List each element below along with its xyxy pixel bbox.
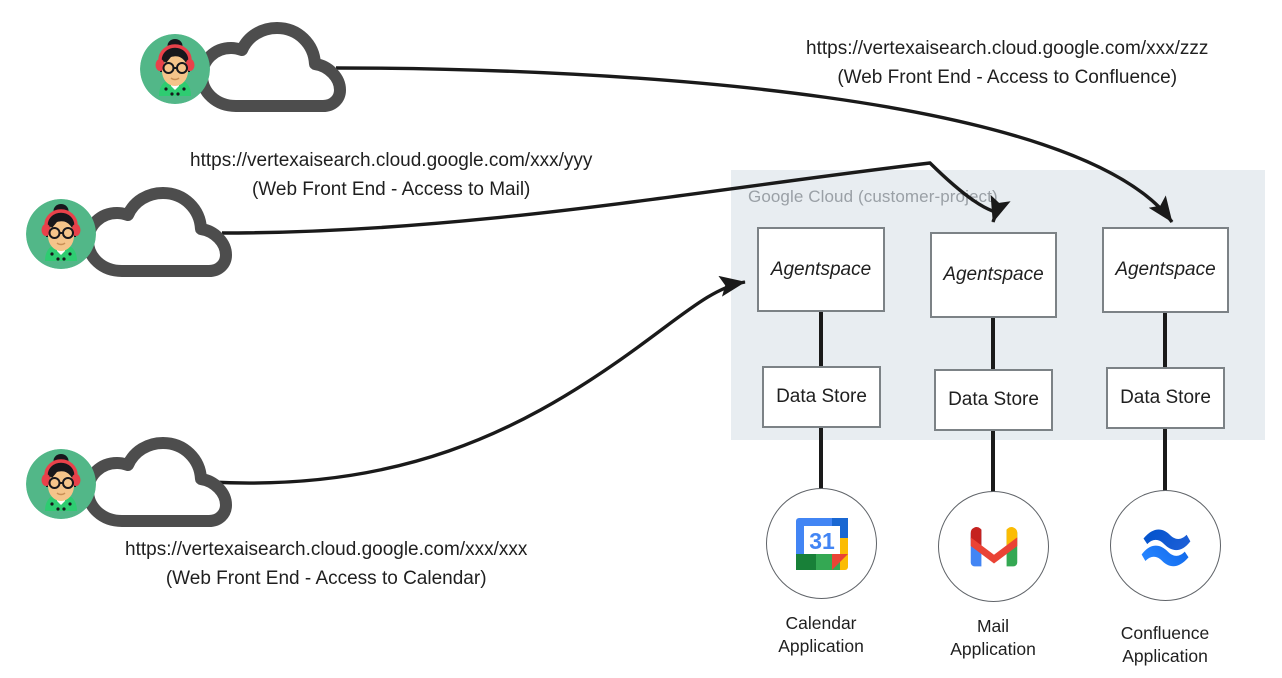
agentspace-label: Agentspace <box>770 258 872 280</box>
datastore-label: Data Store <box>776 386 867 408</box>
agentspace-label: Agentspace <box>943 264 1044 286</box>
user-avatar <box>26 199 96 269</box>
app-circle-confluence[interactable] <box>1110 490 1221 601</box>
datastore-box-confluence[interactable]: Data Store <box>1106 367 1225 429</box>
endpoint-label-confluence: https://vertexaisearch.cloud.google.com/… <box>806 34 1208 93</box>
google-calendar-icon: 31 <box>795 517 848 570</box>
agentspace-box-calendar[interactable]: Agentspace <box>757 227 885 312</box>
app-circle-mail[interactable] <box>938 491 1049 602</box>
cloud-icon <box>82 437 232 527</box>
app-caption-confluence: Confluence Application <box>1120 623 1210 666</box>
user-cloud-confluence <box>140 22 350 114</box>
endpoint-description: (Web Front End - Access to Mail) <box>251 179 531 201</box>
user-cloud-calendar <box>26 437 236 529</box>
endpoint-url: https://vertexaisearch.cloud.google.com/… <box>125 539 528 560</box>
user-cloud-mail <box>26 187 236 279</box>
app-circle-calendar[interactable]: 31 <box>766 488 877 599</box>
user-avatar <box>140 34 210 104</box>
agentspace-label: Agentspace <box>1115 259 1216 281</box>
endpoint-url: https://vertexaisearch.cloud.google.com/… <box>190 150 593 171</box>
svg-text:31: 31 <box>809 528 835 554</box>
datastore-label: Data Store <box>1120 387 1211 409</box>
endpoint-label-mail: https://vertexaisearch.cloud.google.com/… <box>190 146 592 205</box>
edge-user-calendar-to-agentspace <box>209 275 746 485</box>
endpoint-label-calendar: https://vertexaisearch.cloud.google.com/… <box>125 535 527 594</box>
user-avatar <box>26 449 96 519</box>
google-cloud-zone-label: Google Cloud (customer-project) <box>748 187 998 206</box>
endpoint-description: (Web Front End - Access to Confluence) <box>837 67 1178 89</box>
endpoint-description: (Web Front End - Access to Calendar) <box>165 568 487 590</box>
confluence-icon <box>1141 529 1190 566</box>
agentspace-box-confluence[interactable]: Agentspace <box>1102 227 1229 313</box>
datastore-box-mail[interactable]: Data Store <box>934 369 1053 431</box>
datastore-label: Data Store <box>948 389 1039 411</box>
datastore-box-calendar[interactable]: Data Store <box>762 366 881 428</box>
cloud-icon <box>196 22 346 112</box>
agentspace-box-mail[interactable]: Agentspace <box>930 232 1057 318</box>
gmail-icon <box>970 526 1017 566</box>
app-caption-calendar: Calendar Application <box>778 613 864 656</box>
endpoint-url: https://vertexaisearch.cloud.google.com/… <box>806 38 1209 59</box>
app-caption-mail: Mail Application <box>950 616 1036 659</box>
